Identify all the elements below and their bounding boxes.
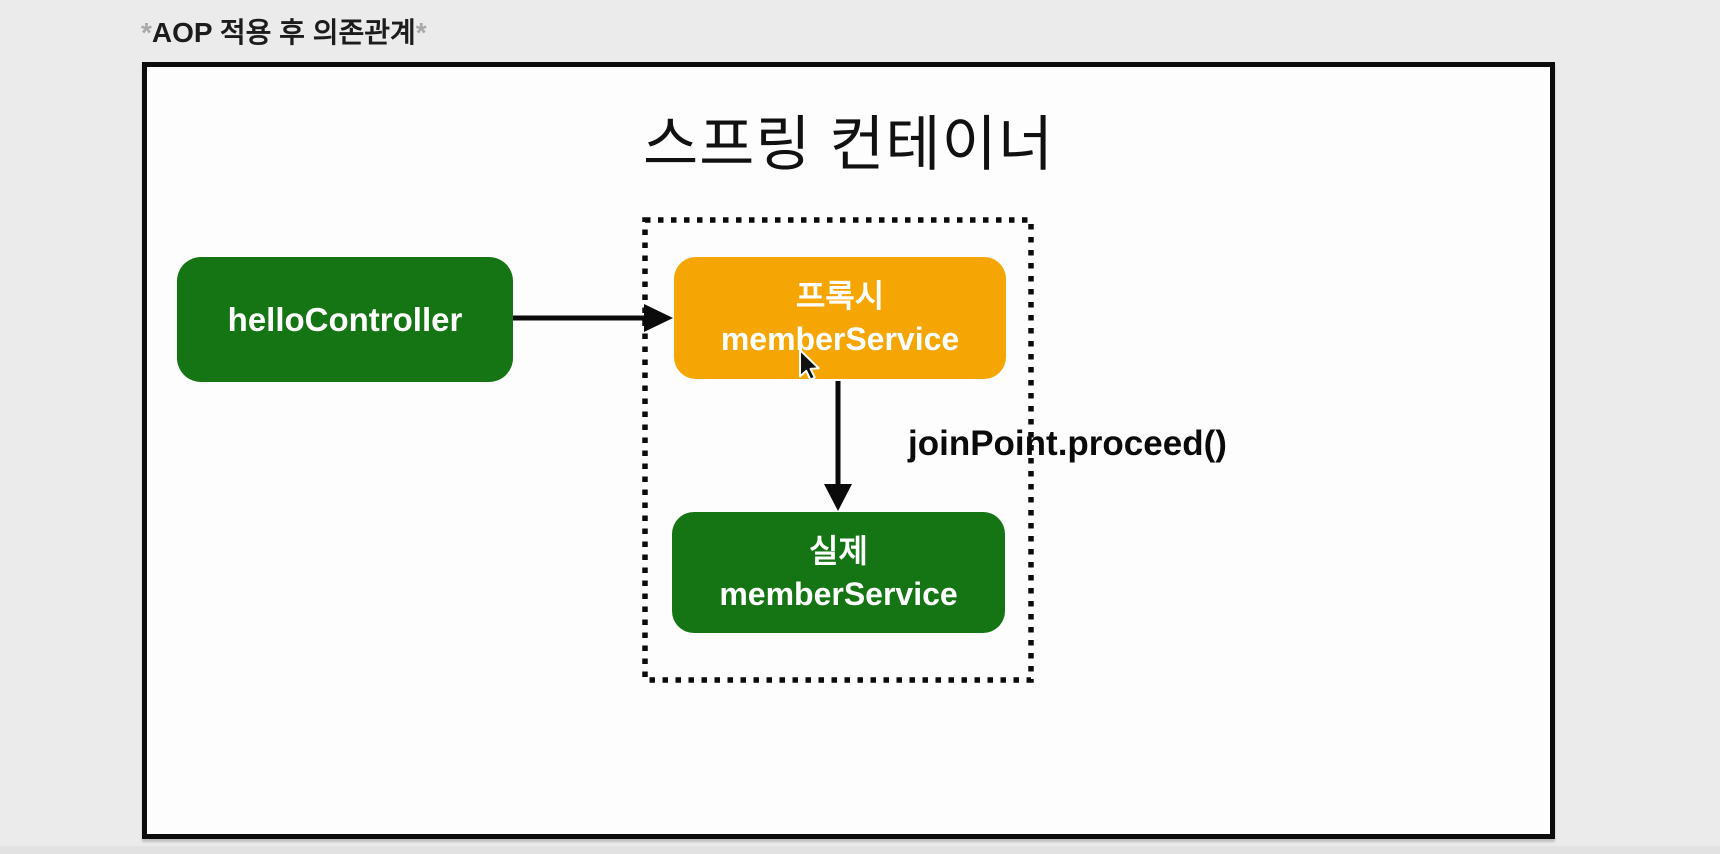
diagram-caption: *AOP 적용 후 의존관계* (141, 11, 427, 51)
node-real-label-line1: 실제 (809, 532, 868, 569)
bottom-strip (0, 846, 1720, 854)
node-real-label-line2: memberService (719, 575, 958, 612)
node-proxy-label-line2: memberService (720, 321, 960, 357)
node-hello-controller: helloController (177, 257, 513, 382)
node-proxy-member-service: 프록시 memberService (674, 257, 1006, 379)
caption-text: AOP 적용 후 의존관계 (151, 17, 416, 48)
panel-title: 스프링 컨테이너 (642, 111, 1055, 178)
joinpoint-label: joinPoint.proceed() (908, 424, 1227, 463)
node-hello-controller-label: helloController (227, 300, 463, 338)
node-proxy-label-line1: 프록시 (795, 278, 885, 314)
caption-asterisk-right: * (415, 17, 427, 48)
node-real-member-service: 실제 memberService (672, 512, 1005, 633)
caption-asterisk-left: * (141, 17, 152, 48)
